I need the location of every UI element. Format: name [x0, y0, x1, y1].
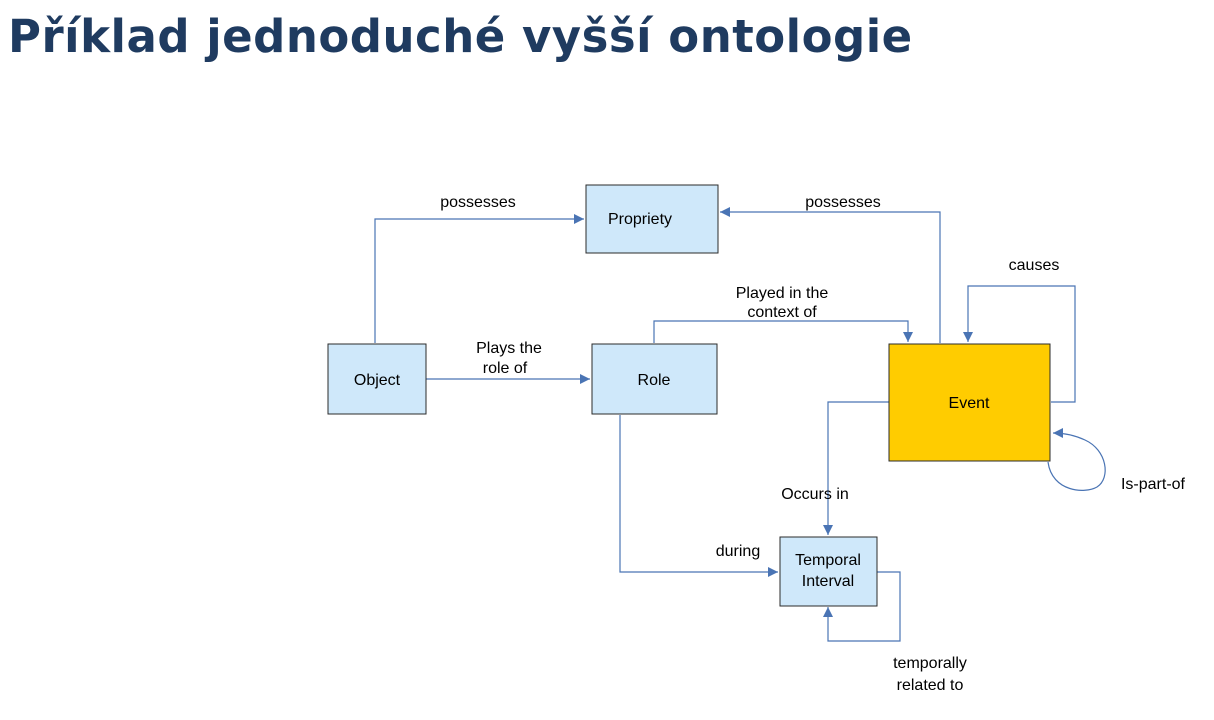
edge-event-occurs-in-temporal-interval: [823, 401, 889, 535]
node-propriety-label: Propriety: [608, 211, 672, 228]
node-object: Object: [327, 343, 427, 415]
label-plays-line2: role of: [483, 360, 528, 377]
label-plays-line1: Plays the: [476, 340, 542, 357]
label-temporally-line2: related to: [897, 677, 964, 694]
label-event-possesses: possesses: [805, 194, 881, 211]
node-object-label: Object: [354, 372, 401, 389]
node-role-label: Role: [638, 372, 671, 389]
page-title: Příklad jednoduché vyšší ontologie: [8, 10, 913, 63]
node-propriety: Propriety: [585, 184, 719, 254]
node-temporal-interval: Temporal Interval: [779, 536, 878, 607]
node-event-label: Event: [949, 395, 990, 412]
label-is-part-of: Is-part-of: [1121, 476, 1186, 493]
label-occurs-in: Occurs in: [781, 486, 849, 503]
node-temporal-label-line2: Interval: [802, 573, 854, 590]
label-during: during: [716, 543, 760, 560]
node-temporal-label-line1: Temporal: [795, 552, 861, 569]
edge-event-possesses-propriety: [720, 207, 941, 343]
edge-role-played-in-context-of-event: [653, 320, 913, 343]
node-event: Event: [888, 343, 1051, 462]
label-played-line2: context of: [747, 304, 817, 321]
label-causes: causes: [1009, 257, 1060, 274]
label-played-line1: Played in the: [736, 285, 829, 302]
edge-object-possesses-propriety: [374, 214, 584, 343]
node-role: Role: [591, 343, 718, 415]
label-temporally-line1: temporally: [893, 655, 967, 672]
label-object-possesses: possesses: [440, 194, 516, 211]
edge-role-during-temporal-interval: [619, 415, 778, 577]
edge-event-is-part-of-event: [1047, 428, 1106, 491]
edge-event-causes-event: [963, 285, 1076, 403]
edge-temporal-interval-temporally-related: [823, 571, 901, 642]
